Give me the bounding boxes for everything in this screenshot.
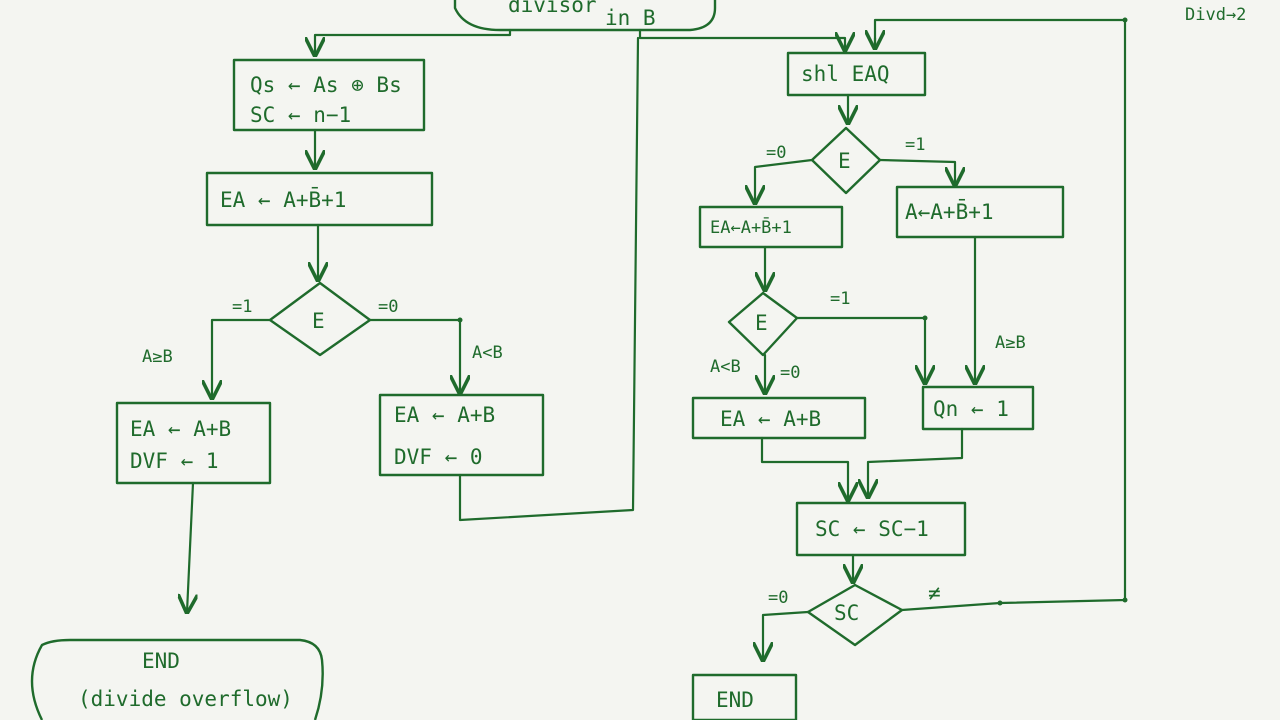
shift-label: shl EAQ: [801, 62, 890, 86]
arrow-start-to-init: [315, 28, 512, 55]
sub-left-label: EA←A+B̄+1: [710, 216, 792, 238]
cond-lt-left: A<B: [472, 343, 503, 363]
decision-sc: SC: [806, 583, 904, 647]
decision-e2-right: E: [727, 291, 799, 357]
sub-box: EA ← A+B̄+1: [205, 171, 434, 227]
decision-e1-right: E: [810, 126, 882, 195]
decision-e-left-label: E: [312, 309, 325, 333]
edge-sc-eq0: =0: [768, 588, 788, 608]
junction-dot: [922, 315, 928, 321]
decision-sc-label: SC: [834, 601, 859, 625]
ok-line2: DVF ← 0: [394, 445, 483, 469]
edge-e-eq0-left: =0: [378, 297, 398, 317]
init-line2: SC ← n−1: [250, 103, 351, 127]
overflow-box: EA ← A+B DVF ← 1: [115, 401, 272, 485]
cond-lt-right: A<B: [710, 357, 741, 377]
corner-note: Divd→2: [1185, 5, 1246, 25]
decision-e-left: E: [268, 281, 372, 357]
junction-dot: [997, 600, 1003, 606]
start-label-line2: in B: [605, 6, 656, 30]
cond-ge-right: A≥B: [995, 333, 1026, 353]
end-left-line2: (divide overflow): [78, 687, 293, 711]
dec-sc-box: SC ← SC−1: [795, 501, 967, 557]
edge-sc-ne: ≠: [928, 581, 941, 605]
arrow-restore-to-dec: [760, 436, 848, 500]
junction-dot: [457, 317, 463, 323]
overflow-line1: EA ← A+B: [130, 417, 231, 441]
setq-box: Qn ← 1: [921, 385, 1035, 431]
dec-sc-label: SC ← SC−1: [815, 517, 929, 541]
end-box-right: END: [691, 673, 798, 720]
start-terminal: divisor in B: [453, 0, 717, 32]
wire-sc-ne-to-loop: [900, 588, 1127, 612]
arrow-start-to-shift: [638, 28, 845, 50]
sub-right-box: A←A+B̄+1: [895, 185, 1065, 239]
edge-e1-eq1: =1: [905, 135, 925, 155]
edge-e2-eq0: =0: [780, 363, 800, 383]
arrow-e2-1-to-setq: [795, 316, 925, 383]
setq-label: Qn ← 1: [933, 397, 1009, 421]
wire-ok-to-loop: [458, 36, 640, 522]
restore-label: EA ← A+B: [720, 407, 821, 431]
end-terminal-left: END (divide overflow): [30, 638, 324, 720]
end-left-line1: END: [142, 649, 180, 673]
arrow-e0-to-ok: [368, 318, 460, 393]
sub-label: EA ← A+B̄+1: [220, 187, 346, 212]
edge-e2-eq1: =1: [830, 289, 850, 309]
overflow-line2: DVF ← 1: [130, 449, 219, 473]
junction-dot: [1122, 17, 1128, 23]
arrow-e1-to-overflow: [212, 318, 272, 398]
ok-box: EA ← A+B DVF ← 0: [378, 393, 545, 477]
arrow-setq-to-dec: [868, 427, 964, 497]
sub-right-label: A←A+B̄+1: [905, 199, 994, 224]
decision-e1-right-label: E: [838, 149, 851, 173]
decision-e2-right-label: E: [755, 311, 768, 335]
end-right-label: END: [716, 688, 754, 712]
shift-box: shl EAQ: [786, 51, 927, 97]
arrow-overflow-to-end: [187, 481, 193, 612]
junction-dot: [1122, 597, 1128, 603]
init-line1: Qs ← As ⊕ Bs: [250, 73, 402, 97]
cond-ge-left: A≥B: [142, 347, 173, 367]
sub-left-box: EA←A+B̄+1: [698, 205, 844, 249]
start-label-line1: divisor: [508, 0, 597, 17]
arrow-sc-0-to-end: [763, 610, 810, 660]
wire-loop-back: [873, 18, 1127, 592]
restore-box: EA ← A+B: [691, 396, 867, 440]
arrow-e1-0-to-sub-left: [755, 158, 814, 203]
init-box: Qs ← As ⊕ Bs SC ← n−1: [232, 58, 426, 132]
ok-line1: EA ← A+B: [394, 403, 495, 427]
edge-e-eq1-left: =1: [232, 297, 252, 317]
edge-e1-eq0: =0: [766, 143, 786, 163]
arrow-e1-1-to-sub-right: [878, 158, 955, 185]
